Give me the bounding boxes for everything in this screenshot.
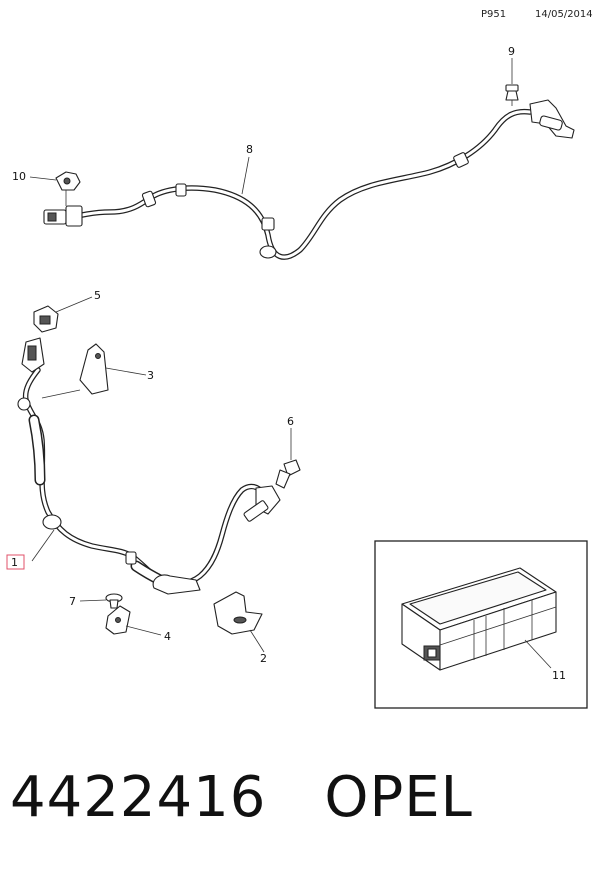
- clip-part-5[interactable]: [33, 305, 59, 333]
- bolt-part-9[interactable]: [505, 84, 519, 106]
- callout-11: 11: [552, 669, 566, 682]
- callout-8: 8: [246, 143, 253, 156]
- clip-part-10[interactable]: [55, 171, 81, 206]
- diagram-code: P951: [481, 9, 507, 20]
- brand-name: OPEL: [324, 765, 473, 830]
- bolt-part-6[interactable]: [275, 459, 301, 489]
- footer: 4422416 OPEL: [10, 765, 473, 830]
- diagram-date: 14/05/2014: [535, 9, 593, 20]
- callouts: 1 2 3 4 5 6 7 8 9 10 11: [6, 45, 566, 682]
- control-module-part-11[interactable]: [401, 567, 557, 671]
- callout-7: 7: [69, 595, 76, 608]
- part-number: 4422416: [10, 765, 267, 830]
- callout-10: 10: [12, 170, 26, 183]
- callout-1-box: [6, 554, 25, 570]
- callout-5: 5: [94, 289, 101, 302]
- bracket-part-3[interactable]: [41, 343, 109, 399]
- callout-3: 3: [147, 369, 154, 382]
- bracket-part-2[interactable]: [213, 591, 263, 635]
- callout-2: 2: [260, 652, 267, 665]
- harness-lower[interactable]: [17, 337, 281, 595]
- callout-9: 9: [508, 45, 515, 58]
- callout-1: 1: [11, 556, 18, 569]
- parts-diagram: 1 2 3 4 5 6 7 8 9 10 11: [6, 45, 588, 709]
- callout-4: 4: [164, 630, 171, 643]
- harness-upper[interactable]: [43, 99, 575, 260]
- leader-lines: [29, 58, 552, 669]
- bracket-part-4[interactable]: [105, 605, 131, 635]
- callout-6: 6: [287, 415, 294, 428]
